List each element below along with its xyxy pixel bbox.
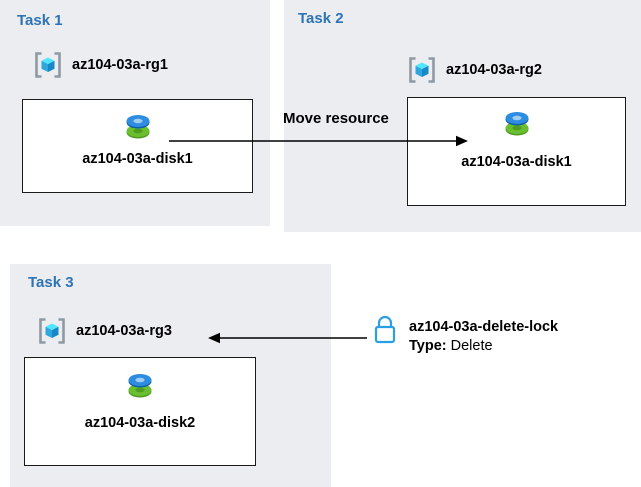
delete-lock-group: az104-03a-delete-lock Type: Delete: [371, 314, 558, 354]
disk-1-name: az104-03a-disk1: [82, 151, 193, 167]
disk-box-3: az104-03a-disk2: [24, 357, 256, 466]
panel-task-3: Task 3 az104-03a-rg3: [10, 264, 331, 487]
resource-group-icon: [37, 316, 67, 346]
disk-icon: [499, 108, 535, 138]
disk-icon: [122, 370, 158, 400]
delete-lock-text: az104-03a-delete-lock Type: Delete: [409, 314, 558, 354]
task-3-title: Task 3: [28, 274, 74, 291]
move-resource-label: Move resource: [283, 110, 389, 127]
resource-group-1: az104-03a-rg1: [33, 50, 168, 80]
lock-arrow: [208, 332, 367, 344]
resource-group-3-name: az104-03a-rg3: [76, 323, 172, 339]
lock-icon: [371, 314, 399, 346]
disk-box-1: az104-03a-disk1: [22, 99, 253, 193]
resource-group-icon: [33, 50, 63, 80]
disk-2-name: az104-03a-disk1: [461, 154, 572, 170]
disk-3-name: az104-03a-disk2: [84, 415, 196, 431]
resource-group-1-name: az104-03a-rg1: [72, 57, 168, 73]
resource-group-3: az104-03a-rg3: [37, 316, 172, 346]
panel-task-2: Task 2 az104-03a-rg2: [284, 0, 641, 232]
resource-group-icon: [407, 55, 437, 85]
delete-lock-name: az104-03a-delete-lock: [409, 319, 559, 335]
task-2-title: Task 2: [298, 10, 344, 27]
disk-box-2: az104-03a-disk1: [407, 97, 626, 206]
resource-group-2-name: az104-03a-rg2: [446, 62, 542, 78]
resource-group-2: az104-03a-rg2: [407, 55, 542, 85]
panel-task-1: Task 1 az104-03a-rg1: [0, 0, 270, 226]
delete-lock-type: Type: Delete: [409, 338, 493, 354]
move-resource-arrow: [169, 135, 468, 147]
disk-icon: [120, 111, 156, 141]
task-1-title: Task 1: [17, 12, 63, 29]
